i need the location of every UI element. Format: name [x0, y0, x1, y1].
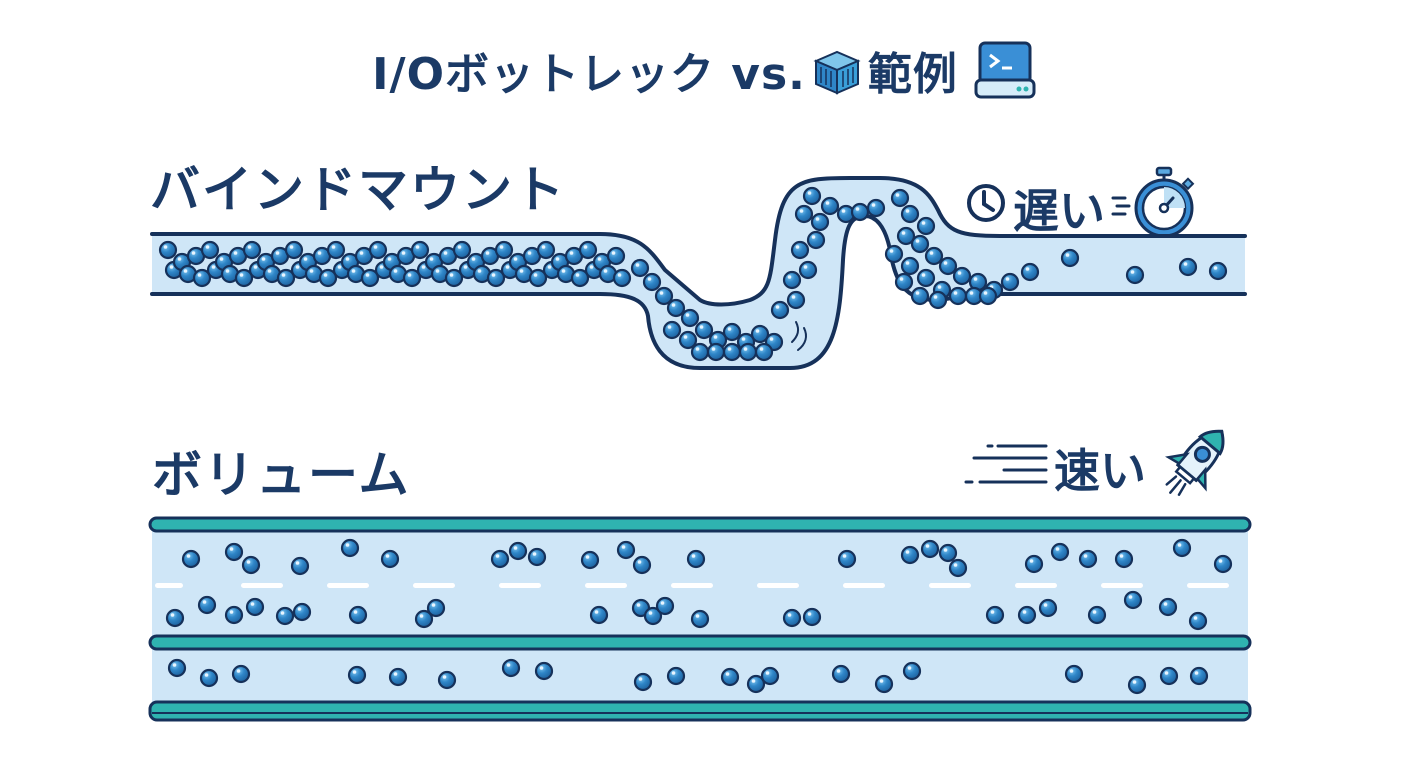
rocket-icon: [1158, 420, 1234, 515]
volume-rail-middle: [148, 634, 1252, 651]
volume-rail-top: [148, 516, 1252, 533]
container-box-icon: [812, 44, 862, 97]
volume-label: ボリューム: [152, 446, 411, 504]
terminal-drive-icon: [974, 40, 1036, 100]
title-prefix: I/Oボットレック vs.: [372, 49, 806, 100]
stopwatch-icon: [1111, 162, 1201, 253]
speed-lines-icon: [958, 432, 1048, 503]
fast-label: 速い: [1054, 443, 1146, 498]
volume-rail-bottom: [148, 700, 1252, 722]
bind-mount-label: バインドマウント: [150, 161, 566, 219]
slow-label: 遅い: [1013, 183, 1105, 238]
slow-indicator: 遅い: [965, 162, 1201, 253]
title-suffix: 範例: [867, 49, 958, 100]
page-title: I/Oボットレック vs. 範例: [0, 38, 1408, 102]
clock-icon: [965, 181, 1007, 235]
fast-indicator: 速い: [958, 420, 1234, 515]
